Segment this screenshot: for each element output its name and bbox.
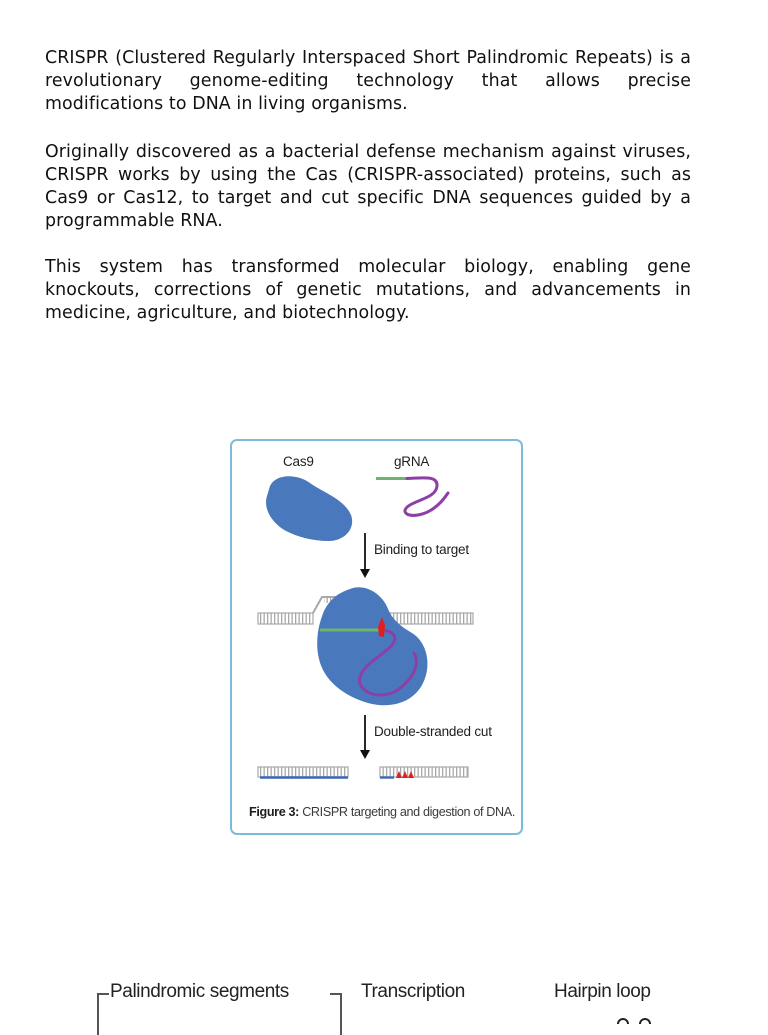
cas9-bound-complex-icon bbox=[317, 587, 428, 706]
paragraph-origin: Originally discovered as a bacterial def… bbox=[45, 142, 691, 231]
crispr-figure: Cas9 gRNA Binding to target Double-stran… bbox=[230, 439, 523, 835]
cas9-label: Cas9 bbox=[283, 454, 314, 469]
paragraph-intro: CRISPR (Clustered Regularly Interspaced … bbox=[45, 48, 691, 114]
paragraph-impact: This system has transformed molecular bi… bbox=[45, 257, 691, 323]
crispr-diagram bbox=[257, 476, 474, 779]
cut-site-marker bbox=[378, 617, 385, 637]
figure-caption-number: Figure 3: bbox=[249, 805, 300, 819]
palindromic-bracket-right bbox=[330, 993, 342, 1035]
cut-dna-fragments-icon bbox=[257, 766, 469, 779]
arrow-down-icon bbox=[360, 715, 370, 759]
cas9-protein-icon bbox=[266, 476, 353, 541]
grna-icon bbox=[376, 476, 450, 517]
binding-step-label: Binding to target bbox=[374, 542, 469, 557]
figure-caption-text: CRISPR targeting and digestion of DNA. bbox=[302, 805, 515, 819]
hairpin-loop-label: Hairpin loop bbox=[554, 981, 651, 1002]
arrow-down-icon bbox=[360, 533, 370, 578]
grna-label: gRNA bbox=[394, 454, 430, 469]
grna-bound-icon bbox=[320, 628, 418, 697]
transcription-label: Transcription bbox=[361, 981, 465, 1002]
hairpin-loop-icon bbox=[617, 1018, 651, 1024]
figure-caption: Figure 3: CRISPR targeting and digestion… bbox=[249, 805, 515, 819]
palindromic-bracket-left bbox=[97, 993, 109, 1035]
palindromic-segments-label: Palindromic segments bbox=[110, 981, 289, 1002]
cut-step-label: Double-stranded cut bbox=[374, 724, 492, 739]
